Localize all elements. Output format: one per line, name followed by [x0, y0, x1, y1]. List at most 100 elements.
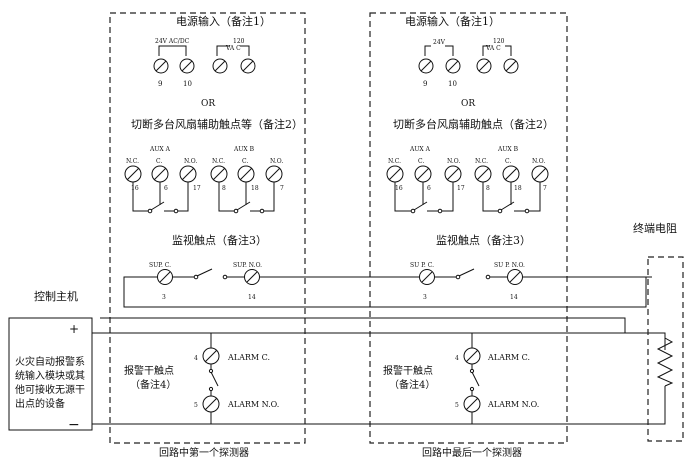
- end-of-line-resistor: 终端电阻: [633, 221, 684, 442]
- sup-switch-right: [458, 268, 475, 277]
- term-7-label: 7: [280, 185, 284, 192]
- term-3-label-right: 3: [423, 294, 427, 301]
- aux-terminal-17: [179, 165, 197, 183]
- sup-switch-left: [196, 268, 213, 277]
- term-9-label: 9: [158, 80, 162, 88]
- term-10-label-right: 10: [448, 80, 457, 88]
- alarm-loop-wiring: [92, 317, 666, 425]
- power-input-title-right: 电源输入（备注1）: [405, 14, 500, 28]
- supervisory-title-right: 监视触点（备注3）: [436, 233, 531, 247]
- aux-nc-label-a-right: N.C.: [388, 158, 401, 165]
- controller-plus: +: [69, 322, 79, 336]
- supervisory-title: 监视触点（备注3）: [172, 233, 267, 247]
- sup-c-label: SUP. C.: [149, 262, 171, 269]
- alarm-title: 报警干触点: [124, 364, 174, 377]
- resistor-icon: [656, 333, 674, 387]
- resistor-frame: [647, 256, 684, 442]
- sup-no-label-right: SU P. N.O.: [494, 262, 525, 269]
- term-14-label-right: 14: [510, 294, 518, 301]
- term-16-label: 16: [131, 185, 139, 192]
- aux-terminal-6: [151, 165, 169, 183]
- aux-c-label-b: C.: [242, 158, 248, 165]
- sup-terminal-14: [244, 269, 260, 285]
- aux-nc-label-b: N.C.: [212, 158, 225, 165]
- controller-text-line-1: 火灾自动报警系: [15, 355, 85, 368]
- term-9-label-right: 9: [423, 80, 427, 88]
- alarm-note: （备注4）: [130, 378, 176, 391]
- or-label-right: OR: [461, 99, 475, 109]
- alarm-no-label-right: ALARM N.O.: [487, 400, 539, 409]
- power-terminal-vac-2-right: [503, 58, 519, 74]
- term-10-label: 10: [183, 80, 192, 88]
- panel-right: 电源输入（备注1） 24V 120 VA C 9 10 OR 切断多台风扇辅助触…: [369, 12, 568, 459]
- aux-b-label: AUX B: [233, 146, 255, 153]
- power-terminal-vac-1-right: [476, 58, 492, 74]
- alarm-c-label: ALARM C.: [227, 353, 270, 362]
- resistor-title: 终端电阻: [633, 221, 677, 235]
- aux-a-label: AUX A: [149, 146, 171, 153]
- power-120v-bracket: [216, 45, 250, 56]
- power-120v-label: 120: [233, 38, 245, 45]
- alarm-terminal-5-right: [463, 395, 481, 413]
- aux-no-label-a: N.O.: [184, 158, 197, 165]
- power-terminal-vac-1: [212, 58, 228, 74]
- power-24v-bracket: [158, 45, 187, 56]
- term-8-label-right: 8: [486, 185, 490, 192]
- aux-no-label-b: N.O.: [270, 158, 283, 165]
- panel-left-frame: [109, 12, 306, 444]
- sup-terminal-3-right: [419, 269, 435, 285]
- power-vac-label: VA C: [225, 45, 241, 52]
- power-terminal-10-right: [445, 58, 461, 74]
- or-label: OR: [201, 99, 215, 109]
- power-terminal-10: [179, 58, 195, 74]
- term-4-label-right: 4: [455, 355, 459, 362]
- controller-minus: −: [68, 417, 80, 433]
- power-24v-label: 24V AC/DC: [155, 38, 190, 45]
- controller: 控制主机 + − 火灾自动报警系 统输入模块或其 他可接收无源干 出点的设备: [8, 289, 93, 433]
- controller-text-line-3: 他可接收无源干: [15, 383, 85, 396]
- alarm-terminal-4: [202, 347, 220, 365]
- power-terminal-9: [153, 58, 169, 74]
- aux-c-label-b-right: C.: [505, 158, 511, 165]
- aux-nc-label-a: N.C.: [126, 158, 139, 165]
- power-24v-bracket-right: [424, 45, 454, 56]
- aux-terminal-16: [124, 165, 142, 183]
- aux-terminal-16-right: [386, 165, 404, 183]
- aux-terminal-7-right: [531, 165, 549, 183]
- term-16-label-right: 16: [395, 185, 403, 192]
- aux-a-label-right: AUX A: [409, 146, 431, 153]
- aux-b-label-right: AUX B: [497, 146, 519, 153]
- alarm-note-right: （备注4）: [389, 378, 435, 391]
- term-5-label-right: 5: [455, 402, 459, 409]
- power-24v-label-right: 24V: [433, 39, 446, 46]
- aux-no-label-b-right: N.O.: [532, 158, 545, 165]
- aux-terminal-8: [210, 165, 228, 183]
- aux-terminal-7: [265, 165, 283, 183]
- aux-c-label-a: C.: [156, 158, 162, 165]
- aux-nc-label-b-right: N.C.: [475, 158, 488, 165]
- term-17-label: 17: [193, 185, 201, 192]
- term-6-label: 6: [164, 185, 168, 192]
- term-17-label-right: 17: [457, 185, 465, 192]
- sup-terminal-14-right: [507, 269, 523, 285]
- aux-terminal-18-right: [502, 165, 520, 183]
- aux-no-label-a-right: N.O.: [447, 158, 460, 165]
- term-8-label: 8: [222, 185, 226, 192]
- panel-right-frame: [369, 12, 568, 444]
- aux-a-relay-wiring-right: [394, 182, 454, 212]
- panel-left: 电源输入（备注1） 24V AC/DC 120 VA C 9 10 OR 切断多…: [109, 12, 306, 459]
- aux-terminal-17-right: [444, 165, 462, 183]
- alarm-terminal-4-right: [463, 347, 481, 365]
- aux-c-label-a-right: C.: [418, 158, 424, 165]
- controller-plus-return: [100, 317, 666, 350]
- controller-text-line-2: 统输入模块或其: [15, 369, 85, 382]
- aux-terminal-6-right: [414, 165, 432, 183]
- power-terminal-vac-2: [240, 58, 256, 74]
- term-4-label: 4: [194, 355, 198, 362]
- controller-box: [8, 317, 93, 431]
- power-input-title: 电源输入（备注1）: [176, 14, 271, 28]
- term-3-label: 3: [162, 294, 166, 301]
- term-6-label-right: 6: [427, 185, 431, 192]
- aux-title-right: 切断多台风扇辅助触点（备注2）: [393, 117, 554, 131]
- aux-title: 切断多台风扇辅助触点等（备注2）: [131, 117, 303, 131]
